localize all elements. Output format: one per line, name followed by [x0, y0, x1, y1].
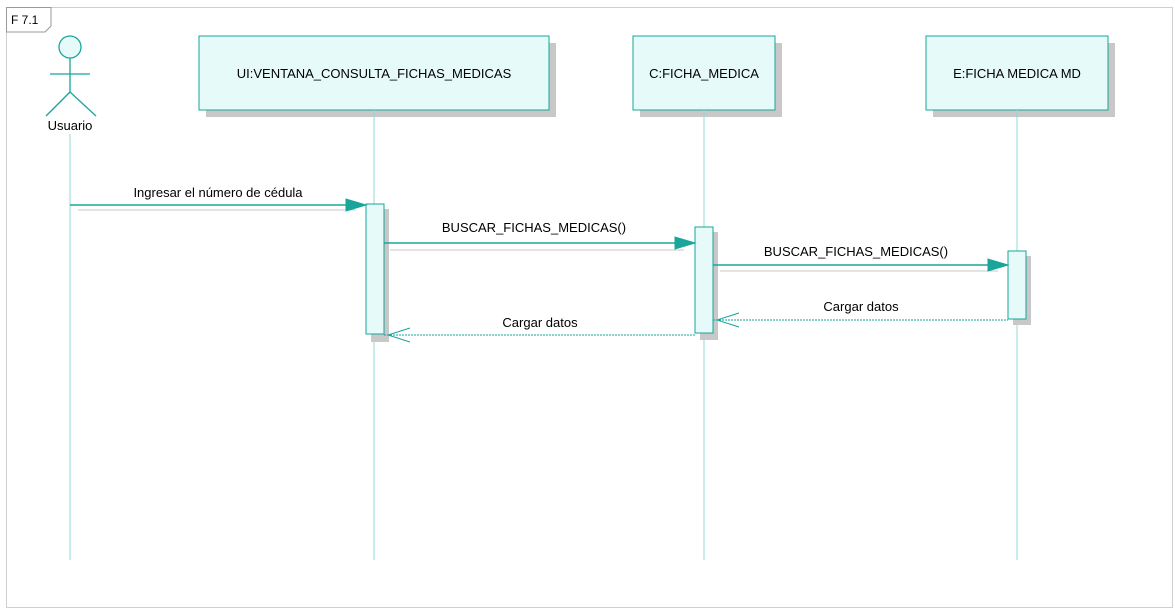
lifeline-head-box — [925, 35, 1109, 111]
message-label: Cargar datos — [823, 299, 899, 314]
message-label: BUSCAR_FICHAS_MEDICAS() — [442, 220, 626, 235]
lifeline-head-label: C:FICHA_MEDICA — [649, 66, 759, 81]
frame-label: F 7.1 — [11, 13, 39, 27]
lifeline-head-box — [198, 35, 550, 111]
message-cargar-datos-control-ui[interactable]: Cargar datos — [384, 315, 695, 343]
message-label: Ingresar el número de cédula — [133, 185, 303, 200]
actor-usuario[interactable]: Usuario — [45, 35, 97, 133]
arrowhead-open-icon — [715, 312, 740, 328]
lifeline-head-entity[interactable]: E:FICHA MEDICA MD — [925, 35, 1115, 117]
activation-bar-control — [694, 226, 714, 334]
message-ingresar-cedula[interactable]: Ingresar el número de cédula — [70, 185, 368, 212]
lifeline-head-control[interactable]: C:FICHA_MEDICA — [632, 35, 782, 117]
frame-tab — [6, 7, 52, 33]
lifeline-head-label: UI:VENTANA_CONSULTA_FICHAS_MEDICAS — [237, 66, 512, 81]
message-label: BUSCAR_FICHAS_MEDICAS() — [764, 244, 948, 259]
arrowhead-filled-icon — [987, 258, 1010, 272]
message-label: Cargar datos — [502, 315, 578, 330]
message-buscar-fichas-ui-control[interactable]: BUSCAR_FICHAS_MEDICAS() — [384, 220, 697, 251]
message-buscar-fichas-control-entity[interactable]: BUSCAR_FICHAS_MEDICAS() — [713, 244, 1010, 272]
arrowhead-open-icon — [386, 327, 411, 343]
activation-bar-ui — [365, 203, 385, 335]
lifeline-head-label: E:FICHA MEDICA MD — [953, 66, 1081, 81]
arrowhead-filled-icon — [674, 236, 697, 250]
lifeline-head-ui[interactable]: UI:VENTANA_CONSULTA_FICHAS_MEDICAS — [198, 35, 556, 117]
activation-bar-entity — [1007, 250, 1027, 320]
actor-name: Usuario — [48, 118, 93, 133]
arrowhead-filled-icon — [345, 198, 368, 212]
diagram-frame — [6, 7, 1173, 608]
lifeline-head-box — [632, 35, 776, 111]
message-cargar-datos-entity-control[interactable]: Cargar datos — [713, 299, 1008, 328]
stick-figure-actor-icon — [45, 35, 97, 117]
